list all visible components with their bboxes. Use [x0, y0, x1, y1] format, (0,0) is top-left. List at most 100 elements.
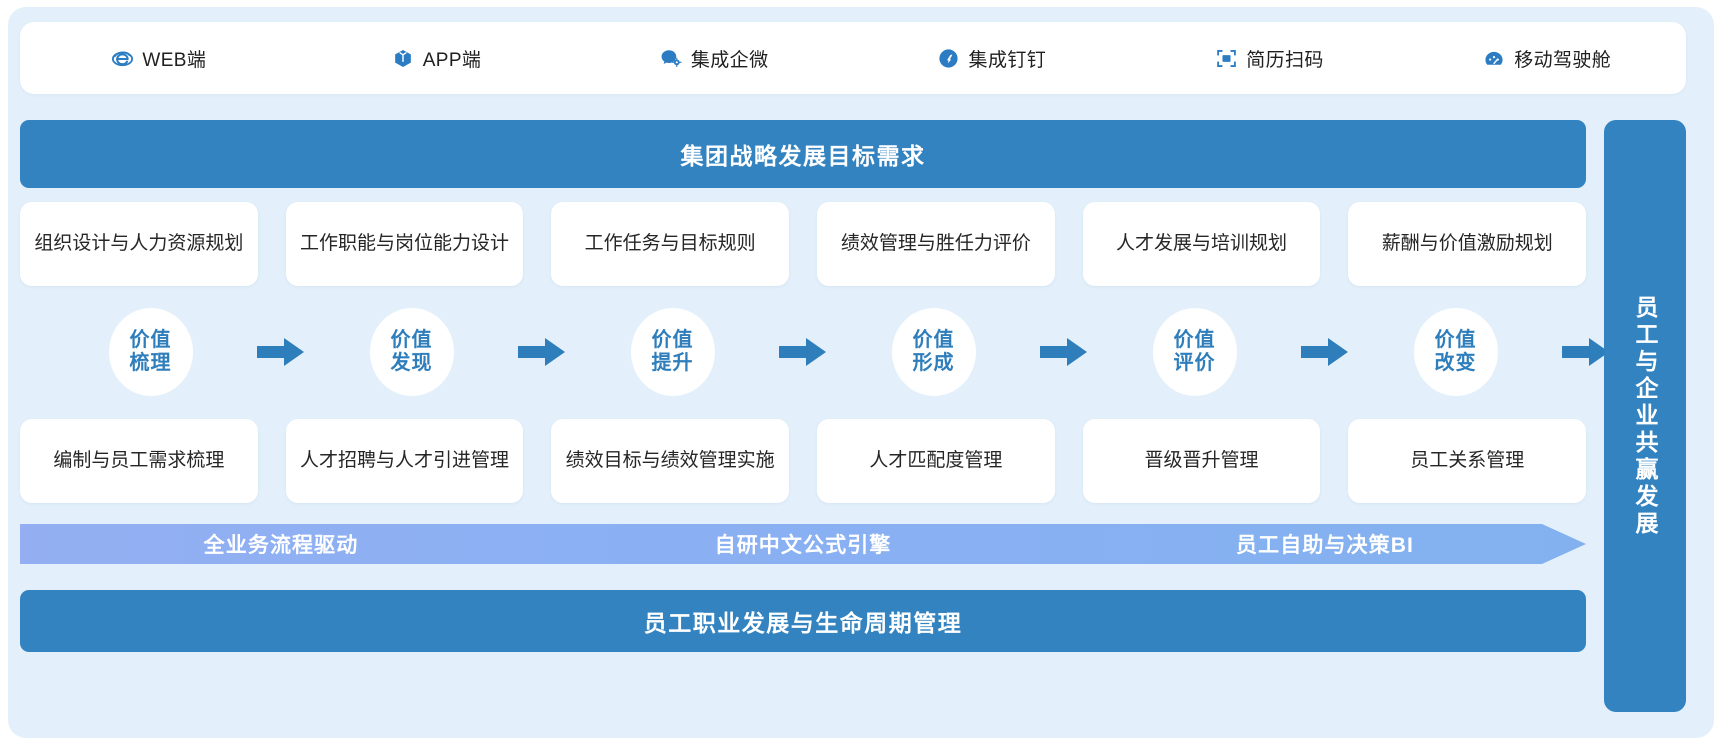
bottom-card[interactable]: 晋级晋升管理	[1082, 419, 1321, 503]
column-2-bottom: 人才招聘与人才引进管理	[285, 419, 524, 503]
value-circle-line1: 价值	[390, 329, 433, 351]
bottom-card[interactable]: 人才招聘与人才引进管理	[285, 419, 524, 503]
value-circle[interactable]: 价值 发现	[369, 308, 454, 396]
value-circle-line2: 改变	[1434, 352, 1477, 374]
strategy-header-title: 集团战略发展目标需求	[680, 143, 926, 169]
right-arrow-icon	[1299, 335, 1351, 369]
column-4: 绩效管理与胜任力评价	[817, 202, 1055, 286]
top-card-label: 工作任务与目标规则	[584, 233, 756, 255]
channel-item-dingtalk[interactable]: 集成钉钉	[853, 22, 1131, 94]
bottom-card[interactable]: 员工关系管理	[1348, 419, 1587, 503]
right-arrow-icon	[255, 335, 307, 369]
value-circle-line1: 价值	[651, 329, 694, 351]
capability-band-items: 全业务流程驱动 自研中文公式引擎 员工自助与决策BI	[20, 518, 1586, 570]
bottom-card[interactable]: 人才匹配度管理	[817, 419, 1055, 503]
column-1: 组织设计与人力资源规划	[20, 202, 258, 286]
channel-label: 移动驾驶舱	[1514, 49, 1612, 71]
value-circle[interactable]: 价值 形成	[891, 308, 976, 396]
channel-item-resume-scan[interactable]: 简历扫码	[1131, 22, 1409, 94]
bottom-card-label: 员工关系管理	[1410, 450, 1525, 472]
channel-item-wechat-work[interactable]: 集成企微	[575, 22, 853, 94]
column-2: 工作职能与岗位能力设计	[285, 202, 524, 286]
bottom-card[interactable]: 编制与员工需求梳理	[20, 419, 258, 503]
value-circle-line2: 形成	[912, 352, 955, 374]
value-stage-4: 价值 形成	[803, 308, 1087, 396]
value-circle-line1: 价值	[912, 329, 955, 351]
channel-toolbar: WEB端 APP端 集成企微	[20, 22, 1686, 94]
capability-band: 全业务流程驱动 自研中文公式引擎 员工自助与决策BI	[20, 518, 1586, 570]
channel-label: 集成企微	[690, 49, 769, 71]
capability-band-shape	[20, 518, 1586, 570]
capability-item-1: 全业务流程驱动	[203, 534, 359, 557]
capability-item-2: 自研中文公式引擎	[714, 534, 892, 557]
outcome-pillar: 员工与企业共赢发展	[1604, 120, 1686, 712]
value-circle-line1: 价值	[129, 329, 172, 351]
value-stage-row: 价值 梳理 价值 发现	[20, 300, 1609, 404]
value-stage-1: 价值 梳理	[20, 308, 304, 396]
channel-item-web[interactable]: WEB端	[20, 22, 298, 94]
value-stage-5: 价值 评价	[1064, 308, 1348, 396]
channel-item-app[interactable]: APP端	[298, 22, 576, 94]
top-card-label: 人才发展与培训规划	[1116, 233, 1288, 255]
lifecycle-footer-title: 员工职业发展与生命周期管理	[643, 610, 963, 636]
top-card[interactable]: 绩效管理与胜任力评价	[817, 202, 1055, 286]
column-4-bottom: 人才匹配度管理	[817, 419, 1055, 503]
ie-browser-icon	[111, 47, 133, 69]
top-card-label: 绩效管理与胜任力评价	[840, 233, 1031, 255]
value-circle-line2: 评价	[1173, 352, 1216, 374]
channel-label: 集成钉钉	[968, 49, 1047, 71]
column-3: 工作任务与目标规则	[551, 202, 790, 286]
value-circle[interactable]: 价值 评价	[1152, 308, 1237, 396]
column-5-bottom: 晋级晋升管理	[1082, 419, 1321, 503]
value-circle[interactable]: 价值 改变	[1413, 308, 1498, 396]
top-card[interactable]: 工作职能与岗位能力设计	[285, 202, 524, 286]
channel-label: WEB端	[142, 49, 207, 71]
value-circle-line1: 价值	[1173, 329, 1216, 351]
top-card[interactable]: 人才发展与培训规划	[1082, 202, 1321, 286]
top-card-row: 组织设计与人力资源规划 工作职能与岗位能力设计 工作任务与目标规则 绩效管理与胜…	[20, 202, 1587, 286]
outcome-pillar-title: 员工与企业共赢发展	[1632, 294, 1658, 538]
value-circle-line2: 发现	[390, 352, 433, 374]
bottom-card-label: 编制与员工需求梳理	[53, 450, 225, 472]
bottom-card-row: 编制与员工需求梳理 人才招聘与人才引进管理 绩效目标与绩效管理实施 人才匹配度管…	[20, 419, 1587, 503]
right-arrow-icon	[1038, 335, 1090, 369]
dingtalk-icon	[938, 47, 960, 69]
value-stage-3: 价值 提升	[542, 308, 826, 396]
bottom-card-label: 人才招聘与人才引进管理	[300, 450, 510, 472]
top-card-label: 薪酬与价值激励规划	[1381, 233, 1553, 255]
wechat-work-icon	[660, 47, 682, 69]
right-arrow-icon	[777, 335, 829, 369]
value-circle-line2: 提升	[651, 352, 694, 374]
app-cube-icon	[392, 47, 414, 69]
lifecycle-footer-bar: 员工职业发展与生命周期管理	[20, 590, 1586, 652]
column-1-bottom: 编制与员工需求梳理	[20, 419, 258, 503]
column-3-bottom: 绩效目标与绩效管理实施	[551, 419, 790, 503]
value-stage-6: 价值 改变	[1325, 308, 1609, 396]
value-circle[interactable]: 价值 梳理	[108, 308, 193, 396]
channel-label: APP端	[422, 49, 482, 71]
bottom-card-label: 晋级晋升管理	[1144, 450, 1259, 472]
qrcode-scan-icon	[1215, 47, 1237, 69]
top-card-label: 组织设计与人力资源规划	[34, 233, 244, 255]
bottom-card[interactable]: 绩效目标与绩效管理实施	[551, 419, 790, 503]
right-arrow-icon	[1560, 335, 1612, 369]
right-arrow-icon	[516, 335, 568, 369]
top-card[interactable]: 薪酬与价值激励规划	[1348, 202, 1587, 286]
bottom-card-label: 绩效目标与绩效管理实施	[565, 450, 775, 472]
strategy-header-bar: 集团战略发展目标需求	[20, 120, 1586, 188]
top-card-label: 工作职能与岗位能力设计	[300, 233, 510, 255]
capability-item-3: 员工自助与决策BI	[1236, 534, 1414, 557]
value-stage-2: 价值 发现	[281, 308, 565, 396]
column-6-bottom: 员工关系管理	[1348, 419, 1587, 503]
diagram-main: 集团战略发展目标需求 组织设计与人力资源规划 工作职能与岗位能力设计 工作任务与…	[20, 108, 1609, 723]
top-card[interactable]: 工作任务与目标规则	[551, 202, 790, 286]
channel-label: 简历扫码	[1246, 49, 1324, 71]
value-circle-line2: 梳理	[129, 352, 172, 374]
column-6: 薪酬与价值激励规划	[1348, 202, 1587, 286]
column-5: 人才发展与培训规划	[1082, 202, 1321, 286]
channel-item-mobile-dashboard[interactable]: 移动驾驶舱	[1408, 22, 1686, 94]
value-circle-line1: 价值	[1434, 329, 1477, 351]
value-circle[interactable]: 价值 提升	[630, 308, 715, 396]
top-card[interactable]: 组织设计与人力资源规划	[20, 202, 258, 286]
